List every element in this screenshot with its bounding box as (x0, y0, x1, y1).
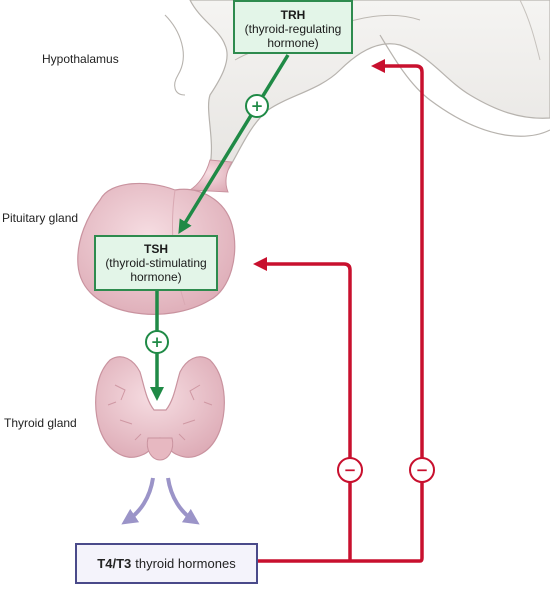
tsh-name: TSH (144, 242, 168, 256)
svg-text:−: − (344, 461, 357, 479)
plus-sign-trh: + (245, 94, 269, 118)
tsh-box: TSH (thyroid-stimulating hormone) (94, 235, 218, 291)
thyroid-hormones-box: T4/T3 thyroid hormones (75, 543, 258, 584)
plus-sign-tsh: + (145, 330, 169, 354)
trh-description-line2: hormone) (267, 36, 319, 50)
trh-box: TRH (thyroid-regulating hormone) (233, 0, 353, 54)
trh-name: TRH (280, 8, 306, 22)
hypothalamus-illustration (164, 0, 550, 171)
hormone-release-arrows (121, 477, 200, 525)
svg-text:−: − (416, 461, 429, 479)
thyroid-hormones-description: thyroid hormones (135, 556, 236, 571)
tsh-description-line2: hormone) (130, 270, 182, 284)
trh-to-pituitary-arrow (178, 54, 290, 234)
svg-text:+: + (151, 333, 164, 351)
svg-text:+: + (251, 97, 264, 115)
feedback-to-hypothalamus-arrow (258, 59, 424, 563)
thyroid-gland-label: Thyroid gland (4, 416, 77, 430)
minus-sign-hypothalamus-feedback: − (409, 457, 435, 483)
pituitary-gland-label: Pituitary gland (2, 211, 79, 225)
feedback-to-pituitary-arrow (253, 257, 352, 561)
thyroid-illustration (95, 356, 225, 461)
minus-sign-pituitary-feedback: − (337, 457, 363, 483)
negative-feedback-pathway (253, 59, 424, 563)
trh-description-line1: (thyroid-regulating (244, 22, 342, 36)
t4-t3-name: T4/T3 (97, 556, 132, 571)
hypothalamus-label: Hypothalamus (42, 52, 119, 66)
tsh-description-line1: (thyroid-stimulating (105, 256, 207, 270)
